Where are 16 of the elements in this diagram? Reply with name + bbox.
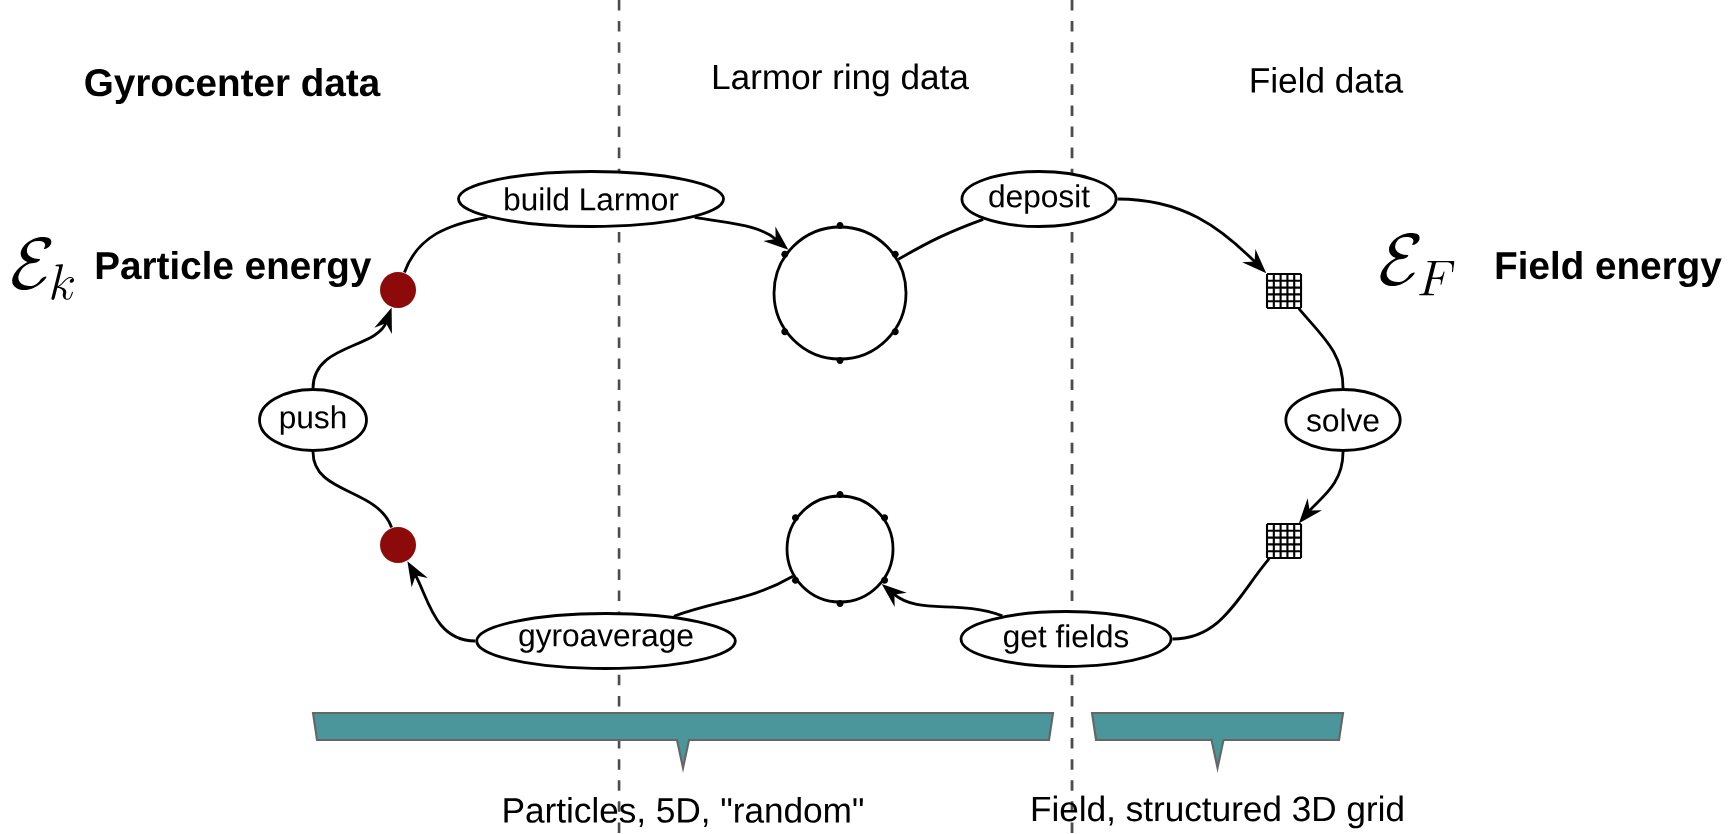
node-label: Field, structured 3D grid (1032, 795, 1403, 829)
label: Field data (1251, 67, 1404, 93)
energy-symbol: $\mathcal{E}_F$ (1380, 233, 1455, 296)
label: Field energy (1496, 250, 1722, 288)
grid-drawing (1265, 522, 1303, 560)
grid-drawing (1265, 272, 1303, 310)
particle-dot (380, 272, 416, 308)
bracket-drawing: Field, structured 3D grid (1032, 711, 1403, 829)
larmor-ring (785, 491, 895, 607)
label: Particle energy (96, 250, 372, 288)
label: Larmor ring data (713, 63, 969, 97)
energy-symbol: $\mathcal{E}_k$ (12, 237, 74, 300)
larmor-ring (772, 222, 908, 364)
label: Gyrocenter data (85, 68, 381, 104)
node-label: Particles, 5D, "random" (504, 797, 863, 828)
particle-dot (380, 527, 416, 563)
